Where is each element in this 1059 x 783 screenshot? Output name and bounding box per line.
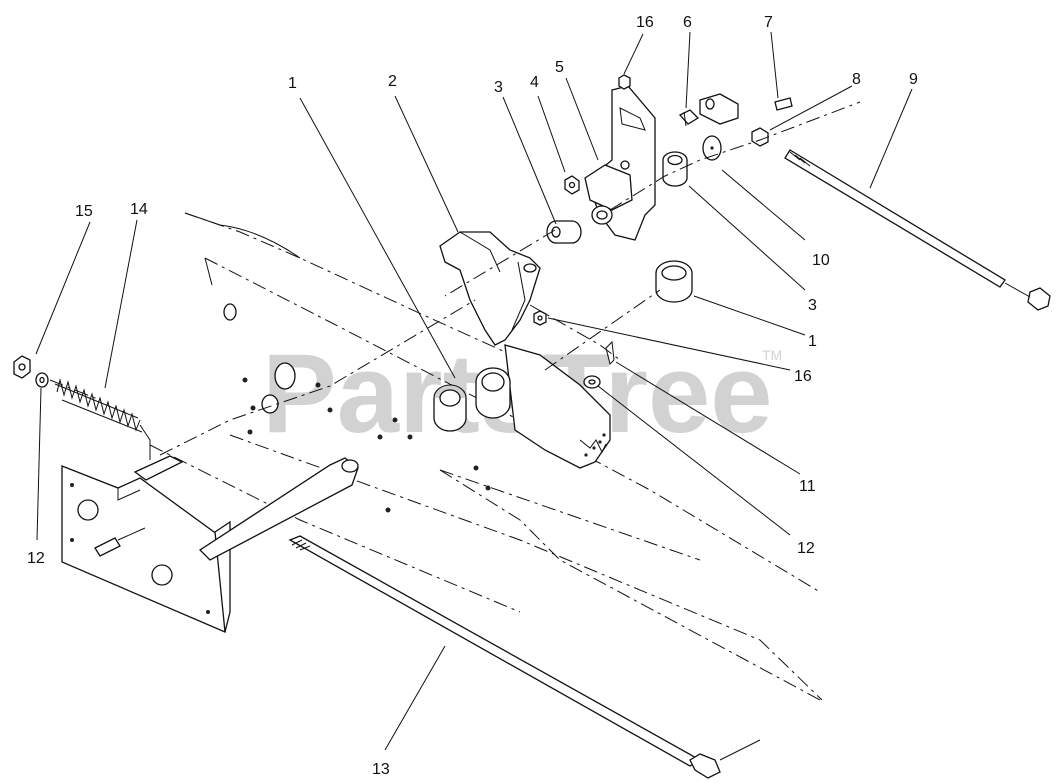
callout-8: 8 [852,71,861,88]
callout-1-upper: 1 [288,75,297,92]
callout-14: 14 [130,201,148,218]
callout-10: 10 [812,252,830,269]
frame-hole [261,394,279,414]
flange-bushing-right [662,151,688,187]
callout-11: 11 [799,478,816,495]
nut-16-top [618,74,631,90]
control-rod-9 [784,149,1051,311]
callout-labels: 1 2 3 4 5 16 6 7 8 9 15 14 10 3 1 16 11 … [27,14,918,778]
swivel-block [699,93,739,125]
nut-and-washer-left [13,355,49,388]
bushing-lower [433,367,511,432]
callout-12-right: 12 [797,540,815,557]
nut-16-lower [533,310,547,326]
mounting-plate [61,455,359,633]
callout-6: 6 [683,14,692,31]
sector-plate [504,344,611,469]
callout-leaders [35,31,913,751]
control-rod-13 [288,535,761,779]
callout-1-lower: 1 [808,333,817,350]
nut-8 [751,127,769,147]
bolt-7 [774,97,793,111]
assembly-guide-lines [49,101,861,701]
lever-arm [439,231,541,346]
frame-hole [223,303,237,321]
callout-2: 2 [388,73,397,90]
callout-4: 4 [530,74,539,91]
control-bracket [584,85,656,241]
bolt-6 [678,109,700,127]
callout-3-lower: 3 [808,297,817,314]
nut-4 [564,175,580,195]
callout-7: 7 [764,14,773,31]
callout-15: 15 [75,203,93,220]
callout-16-lower: 16 [794,368,812,385]
callout-16-top: 16 [636,14,654,31]
flange-bushing-upper [546,220,582,244]
watermark-trademark: TM [762,347,782,363]
callout-13: 13 [372,761,390,778]
callout-3-upper: 3 [494,79,503,96]
cotter-pin-11 [605,340,615,365]
washer-12-right [583,375,601,389]
callout-9: 9 [909,71,918,88]
frame-rail [149,212,823,701]
frame-hole [274,362,296,390]
callout-5: 5 [555,59,564,76]
extension-spring [54,378,151,460]
callout-12-left: 12 [27,550,45,567]
bushing-right [655,260,693,303]
